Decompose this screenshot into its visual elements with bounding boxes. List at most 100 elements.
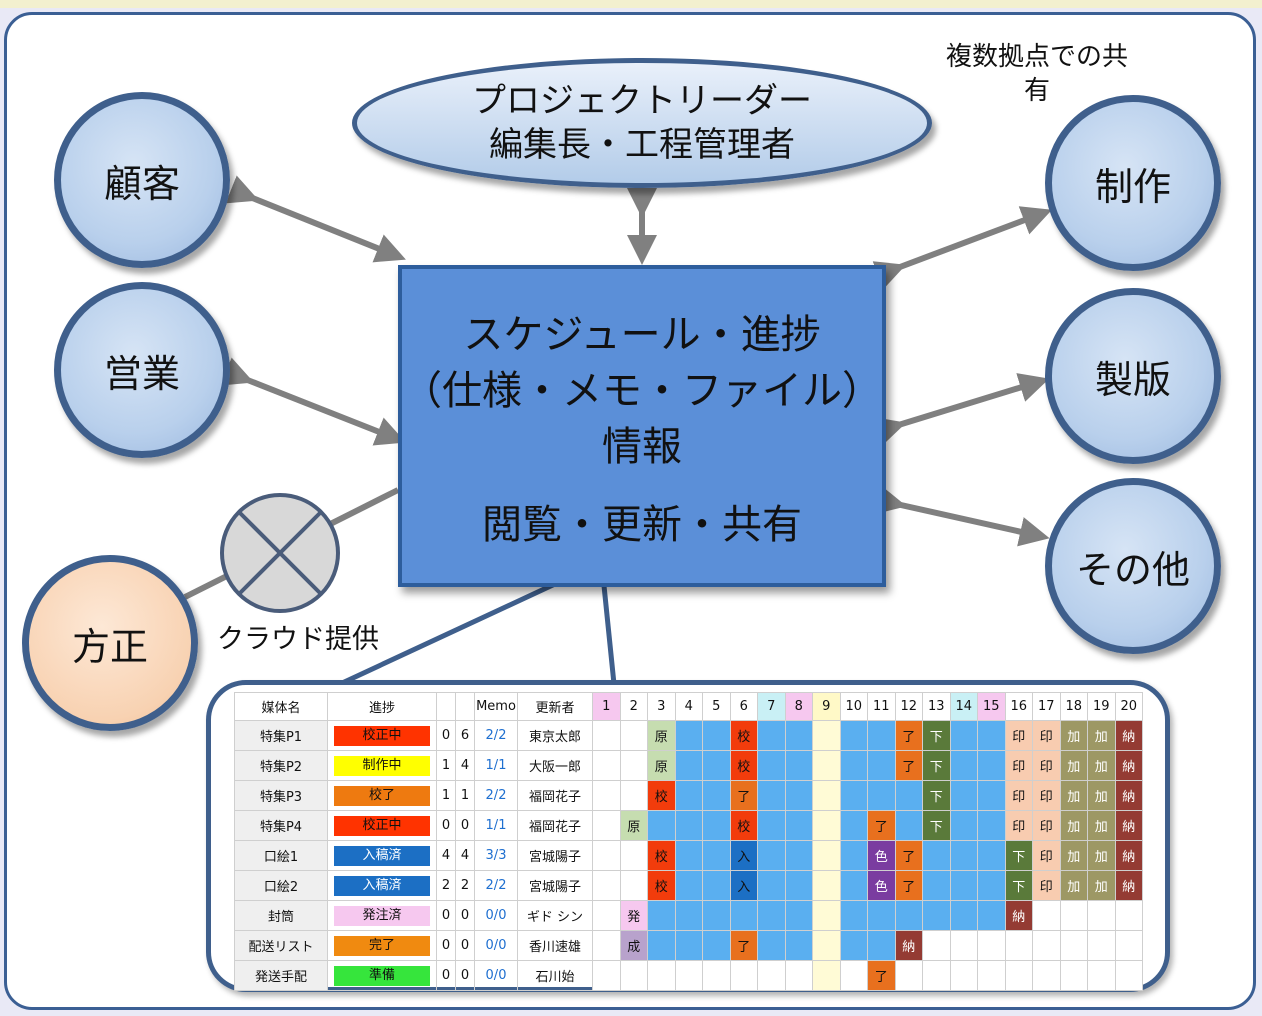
schedule-cell[interactable] xyxy=(922,900,951,931)
schedule-cell[interactable]: 入 xyxy=(729,870,758,901)
schedule-cell[interactable]: 加 xyxy=(1087,810,1116,841)
schedule-cell[interactable] xyxy=(1087,900,1116,931)
schedule-cell[interactable]: 入 xyxy=(729,840,758,871)
schedule-cell[interactable] xyxy=(702,870,731,901)
schedule-cell[interactable] xyxy=(619,750,648,781)
schedule-cell[interactable] xyxy=(674,870,703,901)
schedule-cell[interactable] xyxy=(949,750,978,781)
schedule-cell[interactable]: 原 xyxy=(647,750,676,781)
schedule-cell[interactable] xyxy=(812,720,841,751)
memo-count[interactable]: 1/1 xyxy=(474,810,518,841)
schedule-cell[interactable] xyxy=(812,840,841,871)
schedule-cell[interactable]: 下 xyxy=(922,750,951,781)
schedule-cell[interactable] xyxy=(922,930,951,961)
schedule-cell[interactable]: 印 xyxy=(1032,750,1061,781)
schedule-cell[interactable]: 色 xyxy=(867,870,896,901)
schedule-cell[interactable] xyxy=(784,840,813,871)
schedule-cell[interactable] xyxy=(839,750,868,781)
schedule-cell[interactable]: 納 xyxy=(894,930,923,961)
schedule-cell[interactable] xyxy=(1114,900,1143,931)
schedule-cell[interactable] xyxy=(949,960,978,991)
schedule-cell[interactable]: 了 xyxy=(894,750,923,781)
schedule-cell[interactable] xyxy=(894,810,923,841)
schedule-cell[interactable] xyxy=(757,810,786,841)
schedule-cell[interactable] xyxy=(867,900,896,931)
schedule-cell[interactable]: 納 xyxy=(1114,870,1143,901)
schedule-cell[interactable] xyxy=(977,780,1006,811)
schedule-cell[interactable] xyxy=(784,720,813,751)
schedule-cell[interactable]: 下 xyxy=(922,810,951,841)
schedule-cell[interactable]: 下 xyxy=(1004,870,1033,901)
schedule-cell[interactable]: 校 xyxy=(729,720,758,751)
schedule-cell[interactable] xyxy=(977,900,1006,931)
schedule-cell[interactable] xyxy=(894,960,923,991)
schedule-cell[interactable]: 下 xyxy=(922,780,951,811)
schedule-cell[interactable] xyxy=(784,870,813,901)
schedule-cell[interactable]: 加 xyxy=(1087,780,1116,811)
schedule-cell[interactable] xyxy=(592,930,621,961)
schedule-cell[interactable]: 了 xyxy=(894,870,923,901)
schedule-cell[interactable] xyxy=(1114,930,1143,961)
schedule-cell[interactable] xyxy=(647,900,676,931)
schedule-cell[interactable] xyxy=(674,930,703,961)
schedule-cell[interactable] xyxy=(647,960,676,991)
schedule-cell[interactable]: 印 xyxy=(1004,810,1033,841)
schedule-cell[interactable] xyxy=(922,840,951,871)
schedule-cell[interactable] xyxy=(812,780,841,811)
schedule-cell[interactable] xyxy=(702,840,731,871)
schedule-cell[interactable] xyxy=(619,840,648,871)
schedule-cell[interactable]: 納 xyxy=(1114,840,1143,871)
schedule-cell[interactable]: 原 xyxy=(647,720,676,751)
memo-count[interactable]: 0/0 xyxy=(474,900,518,931)
schedule-cell[interactable] xyxy=(702,960,731,991)
schedule-cell[interactable] xyxy=(812,750,841,781)
schedule-cell[interactable]: 加 xyxy=(1059,870,1088,901)
schedule-cell[interactable] xyxy=(1059,960,1088,991)
schedule-cell[interactable] xyxy=(674,840,703,871)
schedule-cell[interactable]: 加 xyxy=(1087,720,1116,751)
schedule-cell[interactable] xyxy=(757,900,786,931)
memo-count[interactable]: 3/3 xyxy=(474,840,518,871)
schedule-cell[interactable] xyxy=(674,780,703,811)
schedule-cell[interactable] xyxy=(867,750,896,781)
schedule-cell[interactable]: 加 xyxy=(1087,840,1116,871)
schedule-cell[interactable]: 印 xyxy=(1032,810,1061,841)
schedule-cell[interactable] xyxy=(894,900,923,931)
schedule-cell[interactable] xyxy=(757,870,786,901)
schedule-cell[interactable]: 加 xyxy=(1059,840,1088,871)
schedule-cell[interactable] xyxy=(812,930,841,961)
schedule-cell[interactable] xyxy=(702,810,731,841)
schedule-cell[interactable] xyxy=(812,960,841,991)
schedule-cell[interactable] xyxy=(949,720,978,751)
schedule-cell[interactable]: 下 xyxy=(922,720,951,751)
schedule-cell[interactable]: 加 xyxy=(1059,720,1088,751)
schedule-cell[interactable]: 印 xyxy=(1004,750,1033,781)
memo-count[interactable]: 2/2 xyxy=(474,720,518,751)
schedule-cell[interactable] xyxy=(839,720,868,751)
schedule-cell[interactable] xyxy=(1087,960,1116,991)
schedule-cell[interactable] xyxy=(757,960,786,991)
schedule-cell[interactable]: 加 xyxy=(1087,750,1116,781)
schedule-cell[interactable] xyxy=(977,870,1006,901)
schedule-cell[interactable] xyxy=(977,930,1006,961)
schedule-cell[interactable] xyxy=(592,810,621,841)
schedule-cell[interactable]: 了 xyxy=(867,810,896,841)
schedule-cell[interactable]: 納 xyxy=(1114,780,1143,811)
schedule-cell[interactable] xyxy=(784,750,813,781)
schedule-cell[interactable] xyxy=(894,780,923,811)
schedule-cell[interactable] xyxy=(757,720,786,751)
schedule-cell[interactable] xyxy=(977,750,1006,781)
schedule-cell[interactable]: 印 xyxy=(1032,870,1061,901)
schedule-cell[interactable]: 加 xyxy=(1087,870,1116,901)
schedule-cell[interactable] xyxy=(592,720,621,751)
schedule-cell[interactable]: 印 xyxy=(1032,840,1061,871)
schedule-cell[interactable] xyxy=(867,930,896,961)
schedule-cell[interactable] xyxy=(729,900,758,931)
schedule-cell[interactable] xyxy=(757,930,786,961)
schedule-cell[interactable]: 了 xyxy=(894,840,923,871)
